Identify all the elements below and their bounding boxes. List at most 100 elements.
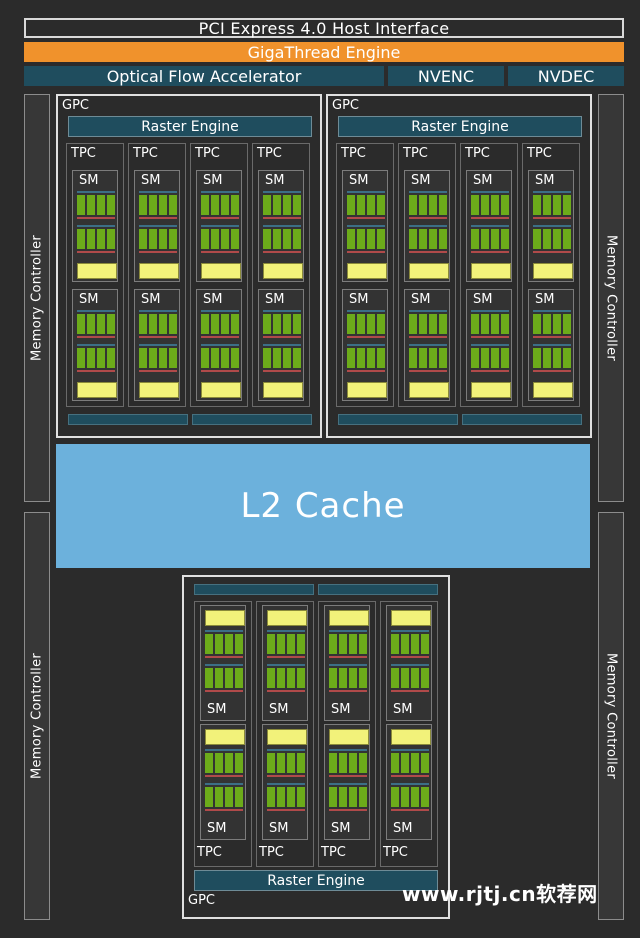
polymorph-engine (462, 414, 582, 425)
dispatch-bar (267, 749, 305, 751)
cuda-core-group (533, 229, 541, 249)
cuda-core-group (429, 195, 437, 215)
cuda-core-group (273, 314, 281, 334)
register-bar (267, 775, 305, 777)
cuda-core-group (297, 634, 305, 654)
l1-cache (139, 263, 179, 279)
dispatch-bar (347, 310, 385, 312)
cuda-core-group (87, 314, 95, 334)
dispatch-bar (201, 191, 239, 193)
sm-block: SM (386, 605, 432, 721)
dispatch-bar (205, 630, 243, 632)
cuda-core-array (201, 195, 239, 215)
cuda-core-group (439, 195, 447, 215)
cuda-core-group (87, 229, 95, 249)
sm-label: SM (331, 821, 351, 836)
sm-block: SM (134, 170, 180, 282)
cuda-core-group (287, 753, 295, 773)
cuda-core-group (533, 195, 541, 215)
cuda-core-group (225, 634, 233, 654)
cuda-core-array (205, 634, 243, 654)
cuda-core-group (367, 314, 375, 334)
dispatch-bar (329, 783, 367, 785)
l1-cache (77, 263, 117, 279)
register-bar (263, 251, 301, 253)
cuda-core-group (429, 314, 437, 334)
cuda-core-group (235, 787, 243, 807)
dispatch-bar (263, 225, 301, 227)
cuda-core-group (139, 195, 147, 215)
cuda-core-group (439, 314, 447, 334)
dispatch-bar (139, 310, 177, 312)
register-bar (409, 251, 447, 253)
cuda-core-group (491, 314, 499, 334)
dispatch-bar (347, 225, 385, 227)
cuda-core-array (533, 195, 571, 215)
dispatch-bar (205, 749, 243, 751)
cuda-core-group (491, 229, 499, 249)
cuda-core-array (347, 195, 385, 215)
tpc-label: TPC (71, 146, 96, 161)
sm-block: SM (262, 605, 308, 721)
polymorph-engine (194, 584, 314, 595)
cuda-core-array (205, 753, 243, 773)
cuda-core-group (347, 314, 355, 334)
sm-label: SM (141, 173, 161, 188)
register-bar (471, 217, 509, 219)
cuda-core-group (201, 229, 209, 249)
sm-label: SM (269, 821, 289, 836)
cuda-core-array (77, 229, 115, 249)
cuda-core-group (273, 229, 281, 249)
cuda-core-group (231, 195, 239, 215)
register-bar (267, 656, 305, 658)
dispatch-bar (77, 225, 115, 227)
l1-cache (329, 610, 369, 626)
raster-engine: Raster Engine (338, 116, 582, 137)
l1-cache (205, 729, 245, 745)
cuda-core-group (277, 634, 285, 654)
l1-cache (205, 610, 245, 626)
cuda-core-group (439, 229, 447, 249)
cuda-core-group (205, 668, 213, 688)
cuda-core-array (267, 753, 305, 773)
register-bar (205, 809, 243, 811)
sm-label: SM (535, 292, 555, 307)
dispatch-bar (391, 783, 429, 785)
register-bar (391, 656, 429, 658)
memory-controller-label: Memory Controller (603, 652, 619, 780)
cuda-core-group (221, 195, 229, 215)
register-bar (201, 251, 239, 253)
cuda-core-group (543, 229, 551, 249)
register-bar (533, 217, 571, 219)
cuda-core-group (421, 787, 429, 807)
register-bar (347, 251, 385, 253)
raster-engine: Raster Engine (68, 116, 312, 137)
register-bar (533, 336, 571, 338)
dispatch-bar (139, 344, 177, 346)
memory-controller-bottom-right: Memory Controller (598, 512, 624, 920)
l1-cache (471, 263, 511, 279)
cuda-core-group (211, 348, 219, 368)
cuda-core-array (471, 229, 509, 249)
cuda-core-group (553, 348, 561, 368)
cuda-core-array (329, 787, 367, 807)
nvenc-label: NVENC (417, 66, 475, 86)
nvenc-block: NVENC (388, 66, 504, 86)
cuda-core-array (409, 195, 447, 215)
cuda-core-array (267, 668, 305, 688)
register-bar (139, 370, 177, 372)
cuda-core-group (107, 348, 115, 368)
cuda-core-group (225, 787, 233, 807)
register-bar (267, 809, 305, 811)
cuda-core-group (329, 668, 337, 688)
cuda-core-group (391, 753, 399, 773)
cuda-core-array (347, 314, 385, 334)
cuda-core-group (235, 668, 243, 688)
sm-label: SM (473, 292, 493, 307)
cuda-core-group (159, 195, 167, 215)
cuda-core-group (411, 753, 419, 773)
cuda-core-group (491, 195, 499, 215)
cuda-core-group (231, 314, 239, 334)
